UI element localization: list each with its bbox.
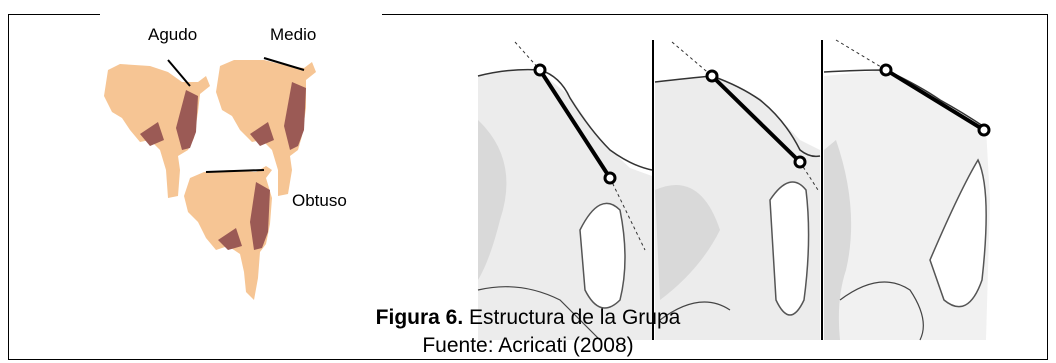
rump-medio-illustration bbox=[216, 57, 316, 196]
panel-obtuso-drawing bbox=[823, 39, 991, 341]
panel-medio-drawing bbox=[654, 41, 821, 340]
label-agudo: Agudo bbox=[148, 25, 198, 44]
frame-top-line-right bbox=[382, 14, 1048, 15]
figure-caption: Figura 6. Estructura de la Grupa bbox=[8, 307, 1048, 328]
figure-frame bbox=[8, 14, 1048, 360]
label-medio: Medio bbox=[270, 25, 317, 44]
caption-title: Estructura de la Grupa bbox=[463, 306, 681, 329]
panel-agudo-drawing bbox=[477, 41, 653, 341]
rump-obtuso-illustration bbox=[184, 166, 272, 300]
label-obtuso: Obtuso bbox=[292, 191, 347, 210]
caption-source: Fuente: Acricati (2008) bbox=[422, 334, 634, 357]
rump-agudo-illustration bbox=[104, 59, 210, 198]
frame-top-line-left bbox=[8, 14, 100, 15]
caption-figure-number: Figura 6. bbox=[375, 306, 464, 329]
